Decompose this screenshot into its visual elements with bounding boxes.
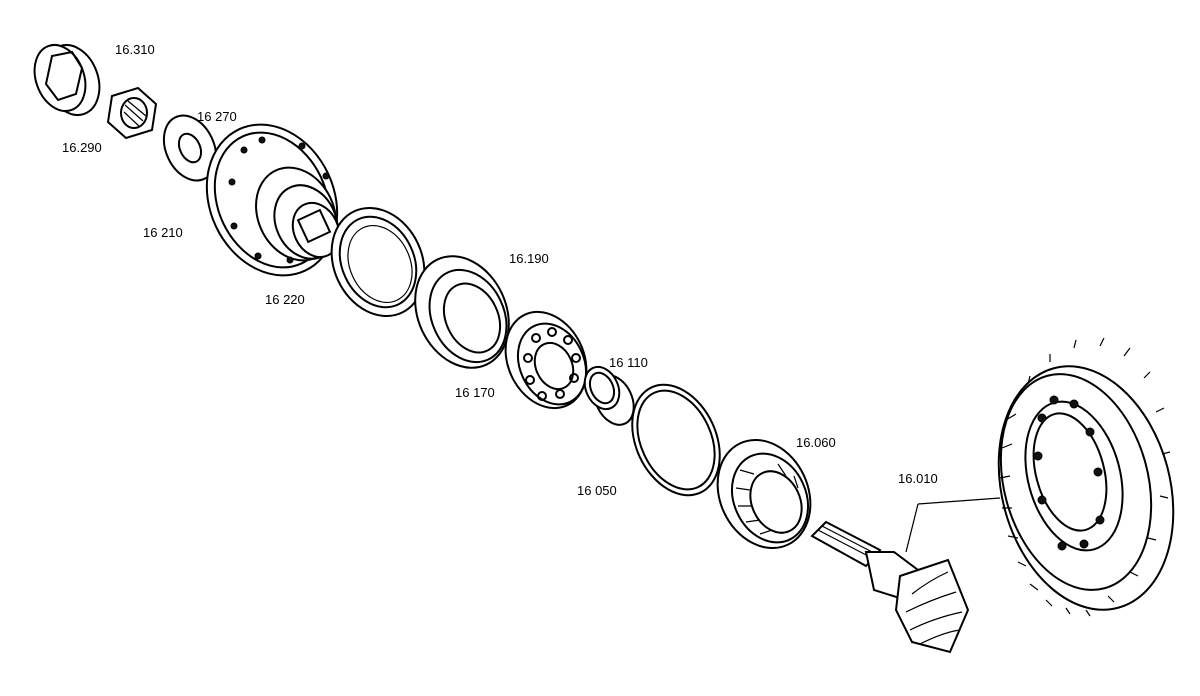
part-16050-shim (631, 383, 721, 497)
part-16220-seal (330, 206, 426, 318)
part-16310-cap (33, 44, 101, 116)
leader-16010-gear (917, 497, 1001, 505)
part-16060-roller-bearing (716, 438, 812, 550)
label-16170: 16 170 (455, 385, 495, 400)
label-16110: 16 110 (609, 355, 648, 370)
label-16270: 16 270 (197, 109, 237, 124)
label-16060: 16.060 (796, 435, 836, 450)
leader-16010-pinion (905, 503, 919, 553)
label-16310: 16.310 (115, 42, 155, 57)
label-16210: 16 210 (143, 225, 183, 240)
part-16110-sleeve (583, 365, 635, 426)
label-16010: 16.010 (898, 471, 938, 486)
part-16190-cup (414, 255, 510, 369)
part-16210-flange (205, 123, 341, 277)
part-16010-pinion (810, 520, 970, 654)
part-16010-ring-gear (997, 337, 1175, 617)
label-16290: 16.290 (62, 140, 102, 155)
leader-lines (905, 497, 1001, 553)
part-16270-washer (162, 114, 218, 182)
part-16170-bearing (504, 310, 588, 410)
part-16290-nut (106, 86, 158, 140)
label-16190: 16.190 (509, 251, 549, 266)
label-16050: 16 050 (577, 483, 617, 498)
label-16220: 16 220 (265, 292, 305, 307)
